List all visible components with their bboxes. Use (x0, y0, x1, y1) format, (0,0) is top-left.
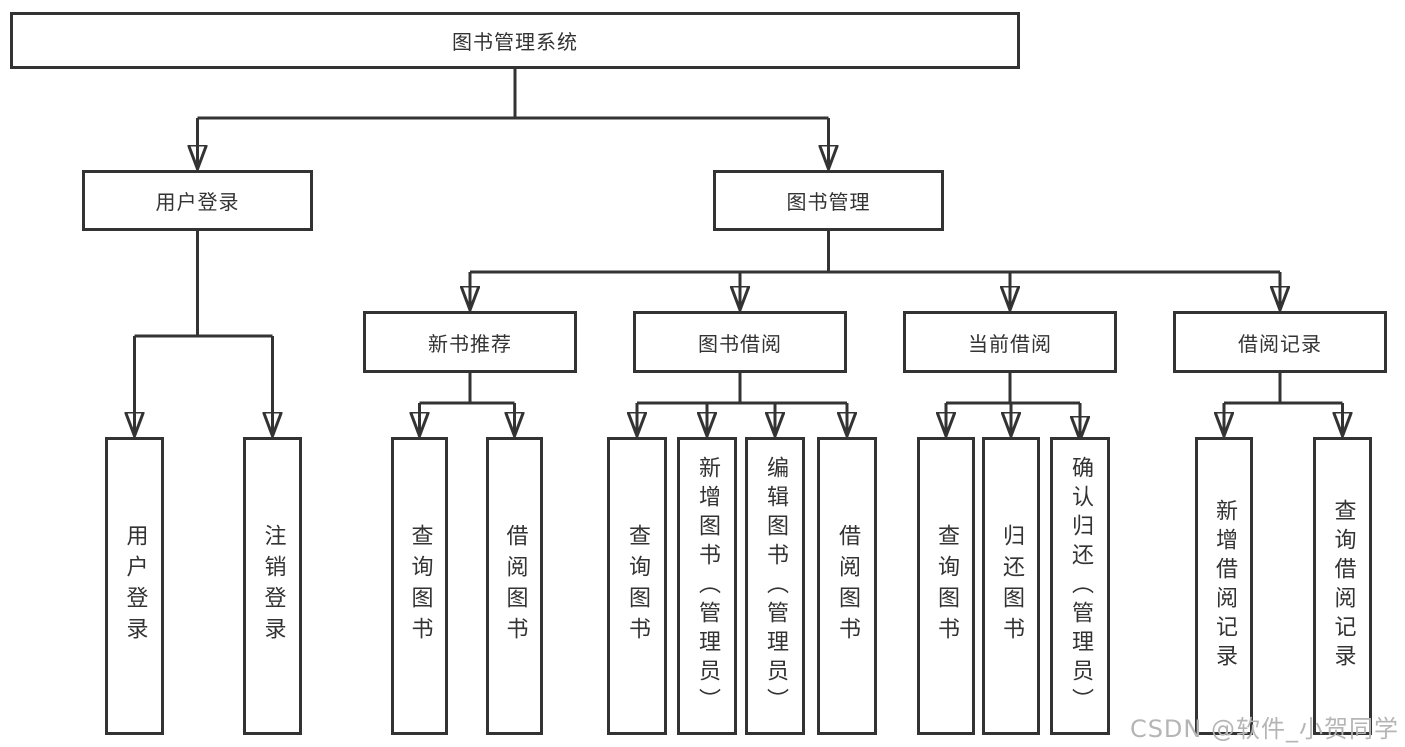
leaf-user-login: 用户登录 (105, 437, 164, 735)
node-new-book-recommend: 新书推荐 (363, 311, 577, 373)
leaf-query-books: 查询图书 (607, 437, 667, 735)
node-label: 查询借阅记录 (1330, 499, 1356, 673)
watermark-text: CSDN @软件_小贺同学 (1129, 715, 1399, 743)
node-label: 归还图书 (999, 524, 1024, 648)
node-borrowing-records: 借阅记录 (1173, 311, 1387, 373)
node-label: 新书推荐 (428, 331, 512, 356)
leaf-return-books: 归还图书 (982, 437, 1040, 735)
node-label: 用户登录 (122, 524, 148, 648)
node-label: 注销登录 (260, 524, 286, 648)
leaf-borrow-books: 借阅图书 (486, 437, 543, 735)
node-label: 图书借阅 (698, 331, 782, 356)
node-label: 借阅图书 (835, 524, 860, 648)
node-label: 查询图书 (407, 524, 433, 648)
node-book-borrowing: 图书借阅 (633, 311, 847, 373)
leaf-confirm-return-admin: 确认归还（管理员） (1050, 437, 1110, 735)
leaf-borrow-books: 借阅图书 (817, 437, 877, 735)
node-book-management-branch: 图书管理 (713, 170, 944, 231)
node-label: 编辑图书（管理员） (763, 455, 788, 717)
node-label: 当前借阅 (968, 331, 1052, 356)
node-current-borrowing: 当前借阅 (903, 311, 1117, 373)
leaf-logout: 注销登录 (243, 437, 302, 735)
node-label: 新增图书（管理员） (695, 455, 720, 717)
leaf-edit-books-admin: 编辑图书（管理员） (745, 437, 805, 735)
node-label: 图书管理 (786, 190, 871, 214)
node-label: 借阅记录 (1238, 331, 1322, 356)
leaf-query-books: 查询图书 (917, 437, 975, 735)
node-label: 借阅图书 (502, 524, 528, 648)
node-label: 新增借阅记录 (1212, 499, 1237, 673)
node-user-login-branch: 用户登录 (82, 170, 313, 231)
leaf-query-borrow-record: 查询借阅记录 (1313, 437, 1372, 735)
leaf-add-books-admin: 新增图书（管理员） (677, 437, 737, 735)
node-label: 用户登录 (155, 190, 240, 214)
node-label: 查询图书 (934, 524, 959, 648)
node-label: 查询图书 (625, 524, 650, 648)
node-label: 图书管理系统 (452, 30, 578, 54)
node-label: 确认归还（管理员） (1068, 455, 1093, 717)
node-book-management-system: 图书管理系统 (10, 12, 1020, 69)
leaf-add-borrow-record: 新增借阅记录 (1195, 437, 1253, 735)
leaf-query-books: 查询图书 (391, 437, 448, 735)
